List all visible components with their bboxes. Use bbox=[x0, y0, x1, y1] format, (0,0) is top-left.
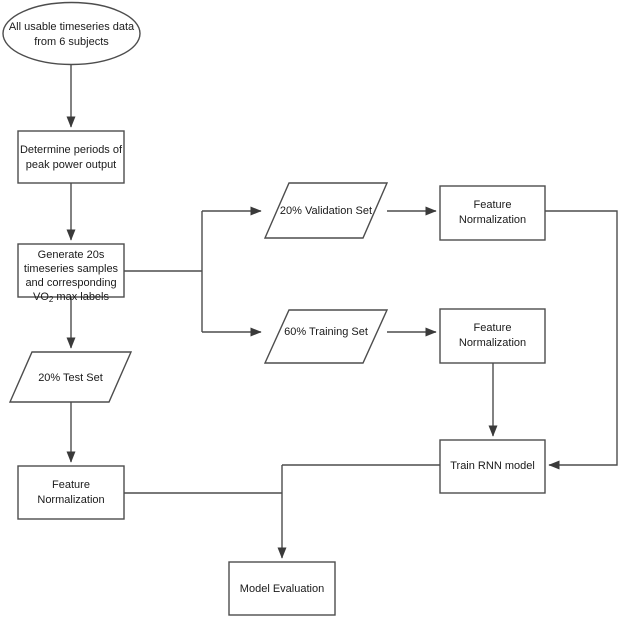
validation-set-label: 20% Validation Set bbox=[280, 205, 372, 217]
node-feature-normalization-training[interactable]: Feature Normalization bbox=[439, 308, 546, 364]
node-model-evaluation[interactable]: Model Evaluation bbox=[228, 561, 336, 616]
generate-samples-line2: timeseries samples bbox=[24, 263, 119, 275]
node-feature-normalization-test[interactable]: Feature Normalization bbox=[17, 465, 125, 520]
data-source-line1: All usable timeseries data bbox=[9, 21, 135, 33]
feature-norm-training-line1: Feature bbox=[474, 322, 512, 334]
feature-norm-test-line2: Normalization bbox=[37, 494, 104, 506]
determine-peak-line1: Determine periods of bbox=[20, 144, 123, 156]
feature-norm-validation-line2: Normalization bbox=[459, 214, 526, 226]
generate-samples-line4: VO2 max labels bbox=[33, 291, 109, 304]
test-set-label: 20% Test Set bbox=[38, 372, 103, 384]
feature-norm-test-line1: Feature bbox=[52, 479, 90, 491]
feature-norm-training-line2: Normalization bbox=[459, 337, 526, 349]
vo2-prefix: VO bbox=[33, 291, 49, 303]
node-determine-peak-power[interactable]: Determine periods of peak power output bbox=[17, 130, 125, 184]
edge-layer bbox=[66, 64, 618, 559]
model-evaluation-label: Model Evaluation bbox=[240, 583, 324, 595]
edge-validationnorm-to-trainrnn bbox=[545, 210, 618, 470]
node-generate-samples[interactable]: Generate 20s timeseries samples and corr… bbox=[17, 243, 125, 304]
vo2-subscript: 2 bbox=[49, 295, 54, 304]
training-set-label: 60% Training Set bbox=[284, 326, 368, 338]
train-rnn-label: Train RNN model bbox=[450, 460, 535, 472]
node-train-rnn-model[interactable]: Train RNN model bbox=[439, 439, 546, 494]
generate-samples-line1: Generate 20s bbox=[38, 249, 105, 261]
data-source-line2: from 6 subjects bbox=[34, 36, 109, 48]
node-feature-normalization-validation[interactable]: Feature Normalization bbox=[439, 185, 546, 241]
node-test-set[interactable]: 20% Test Set bbox=[8, 351, 133, 403]
vo2-suffix: max labels bbox=[53, 291, 109, 303]
node-data-source[interactable]: All usable timeseries data from 6 subjec… bbox=[2, 1, 141, 66]
node-validation-set[interactable]: 20% Validation Set bbox=[263, 182, 389, 239]
feature-norm-validation-line1: Feature bbox=[474, 199, 512, 211]
determine-peak-line2: peak power output bbox=[26, 159, 117, 171]
node-training-set[interactable]: 60% Training Set bbox=[263, 309, 389, 364]
generate-samples-line3: and corresponding bbox=[25, 277, 116, 289]
